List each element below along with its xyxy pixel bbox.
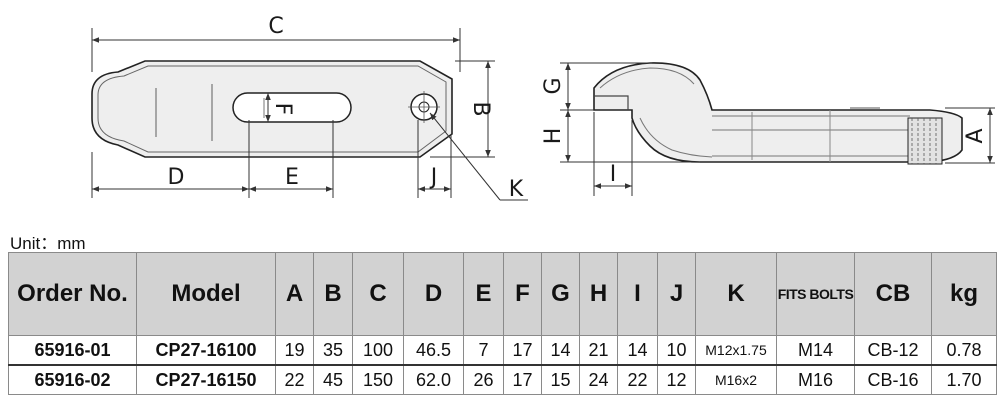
- header-b: B: [313, 252, 353, 336]
- clamp-side-outline: [593, 62, 963, 163]
- header-h: H: [579, 252, 618, 336]
- dim-label-e: E: [285, 165, 299, 190]
- cell-b: 45: [313, 364, 353, 395]
- cell-d: 62.0: [403, 364, 464, 395]
- dim-label-h: H: [541, 128, 566, 145]
- cell-a: 19: [275, 335, 314, 366]
- table-header-row: Order No. Model A B C D E F G H I J K FI…: [8, 252, 997, 336]
- dim-label-g: G: [541, 77, 566, 94]
- cell-k: M16x2: [695, 364, 777, 395]
- cell-g: 14: [541, 335, 580, 366]
- specification-table: Order No. Model A B C D E F G H I J K FI…: [8, 252, 997, 395]
- header-f: F: [503, 252, 542, 336]
- cell-h: 24: [579, 364, 618, 395]
- slot: [232, 92, 352, 123]
- unit-label: Unit：mm: [10, 234, 86, 253]
- dim-label-f: F: [270, 103, 295, 116]
- dim-label-j: J: [429, 165, 438, 190]
- cell-cb: CB-16: [854, 364, 932, 395]
- cell-fits-bolts: M14: [776, 335, 855, 366]
- dim-label-d: D: [168, 165, 185, 190]
- header-cb: CB: [854, 252, 932, 336]
- dim-label-k: K: [509, 177, 524, 202]
- cell-order-no: 65916-02: [8, 364, 137, 395]
- cell-i: 14: [617, 335, 658, 366]
- header-j: J: [657, 252, 696, 336]
- cell-model: CP27-16150: [136, 364, 276, 395]
- cell-k: M12x1.75: [695, 335, 777, 366]
- cell-i: 22: [617, 364, 658, 395]
- header-order-no: Order No.: [8, 252, 137, 336]
- header-k: K: [695, 252, 777, 336]
- dim-label-i: I: [610, 162, 617, 187]
- cell-j: 10: [657, 335, 696, 366]
- table-row: 65916-01 CP27-16100 19 35 100 46.5 7 17 …: [8, 335, 997, 366]
- cell-c: 150: [352, 364, 404, 395]
- cell-j: 12: [657, 364, 696, 395]
- cell-g: 15: [541, 364, 580, 395]
- dim-label-b: B: [468, 101, 493, 116]
- cell-f: 17: [503, 335, 542, 366]
- cell-e: 26: [463, 364, 504, 395]
- cell-kg: 1.70: [931, 364, 997, 395]
- header-a: A: [275, 252, 314, 336]
- table-row: 65916-02 CP27-16150 22 45 150 62.0 26 17…: [8, 364, 997, 395]
- technical-drawing: C B F D E J K: [91, 14, 995, 202]
- cell-h: 21: [579, 335, 618, 366]
- cell-kg: 0.78: [931, 335, 997, 366]
- cell-d: 46.5: [403, 335, 464, 366]
- cell-f: 17: [503, 364, 542, 395]
- cell-model: CP27-16100: [136, 335, 276, 366]
- dim-label-a: A: [963, 128, 988, 143]
- cell-fits-bolts: M16: [776, 364, 855, 395]
- cell-e: 7: [463, 335, 504, 366]
- header-c: C: [352, 252, 404, 336]
- cell-c: 100: [352, 335, 404, 366]
- header-kg: kg: [931, 252, 997, 336]
- side-view: G H I A: [541, 62, 995, 196]
- cell-order-no: 65916-01: [8, 335, 137, 366]
- bolt-thread: [907, 117, 943, 165]
- cell-cb: CB-12: [854, 335, 932, 366]
- header-d: D: [403, 252, 464, 336]
- top-view: C B F D E J K: [91, 14, 528, 202]
- header-i: I: [617, 252, 658, 336]
- header-e: E: [463, 252, 504, 336]
- header-fits-bolts: FITS BOLTS: [776, 252, 855, 336]
- header-g: G: [541, 252, 580, 336]
- dim-label-c: C: [268, 14, 283, 39]
- cell-a: 22: [275, 364, 314, 395]
- cell-b: 35: [313, 335, 353, 366]
- header-model: Model: [136, 252, 276, 336]
